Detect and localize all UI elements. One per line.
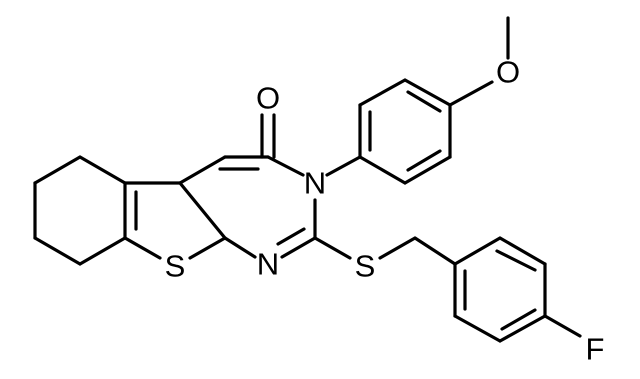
bond xyxy=(280,236,317,259)
bond xyxy=(406,90,442,113)
thiophene-sulfur-label: S xyxy=(165,249,186,284)
methoxy-oxygen-label: O xyxy=(496,55,520,90)
atom-labels: O N N S S O F xyxy=(165,55,605,367)
cyclohexane-ring xyxy=(33,155,127,266)
bond xyxy=(266,155,305,177)
bond xyxy=(498,314,547,343)
bond xyxy=(453,314,502,343)
bond xyxy=(178,155,227,185)
bond xyxy=(123,236,162,260)
bond xyxy=(33,236,82,266)
bond xyxy=(313,236,352,260)
fluorine-label: F xyxy=(586,332,605,367)
bond xyxy=(325,155,362,177)
methoxyphenyl-ring xyxy=(325,16,510,185)
bond xyxy=(406,149,442,172)
fluorobenzyl-group xyxy=(313,236,582,343)
thiophene-ring xyxy=(123,181,227,260)
bond xyxy=(543,314,582,338)
bond xyxy=(495,249,537,272)
bond xyxy=(178,181,227,240)
bond xyxy=(188,236,227,260)
bond xyxy=(403,155,452,185)
bond xyxy=(403,78,452,107)
n1-nitrogen-label: N xyxy=(257,247,279,282)
bond xyxy=(358,155,407,185)
pyrimidinone-ring xyxy=(178,155,317,259)
bond xyxy=(33,155,82,185)
bond xyxy=(500,308,537,331)
thioether-sulfur-label: S xyxy=(355,249,376,284)
bond xyxy=(448,80,494,107)
bond xyxy=(453,236,502,266)
bond xyxy=(498,236,547,266)
bond xyxy=(223,236,257,259)
bond xyxy=(78,236,127,266)
bond xyxy=(378,236,417,260)
carbonyl xyxy=(260,113,276,159)
bond xyxy=(413,236,457,266)
bond xyxy=(276,227,306,246)
carbonyl-oxygen-label: O xyxy=(256,81,280,116)
bond xyxy=(78,155,127,185)
n3-nitrogen-label: N xyxy=(304,166,326,201)
bond xyxy=(358,78,407,107)
